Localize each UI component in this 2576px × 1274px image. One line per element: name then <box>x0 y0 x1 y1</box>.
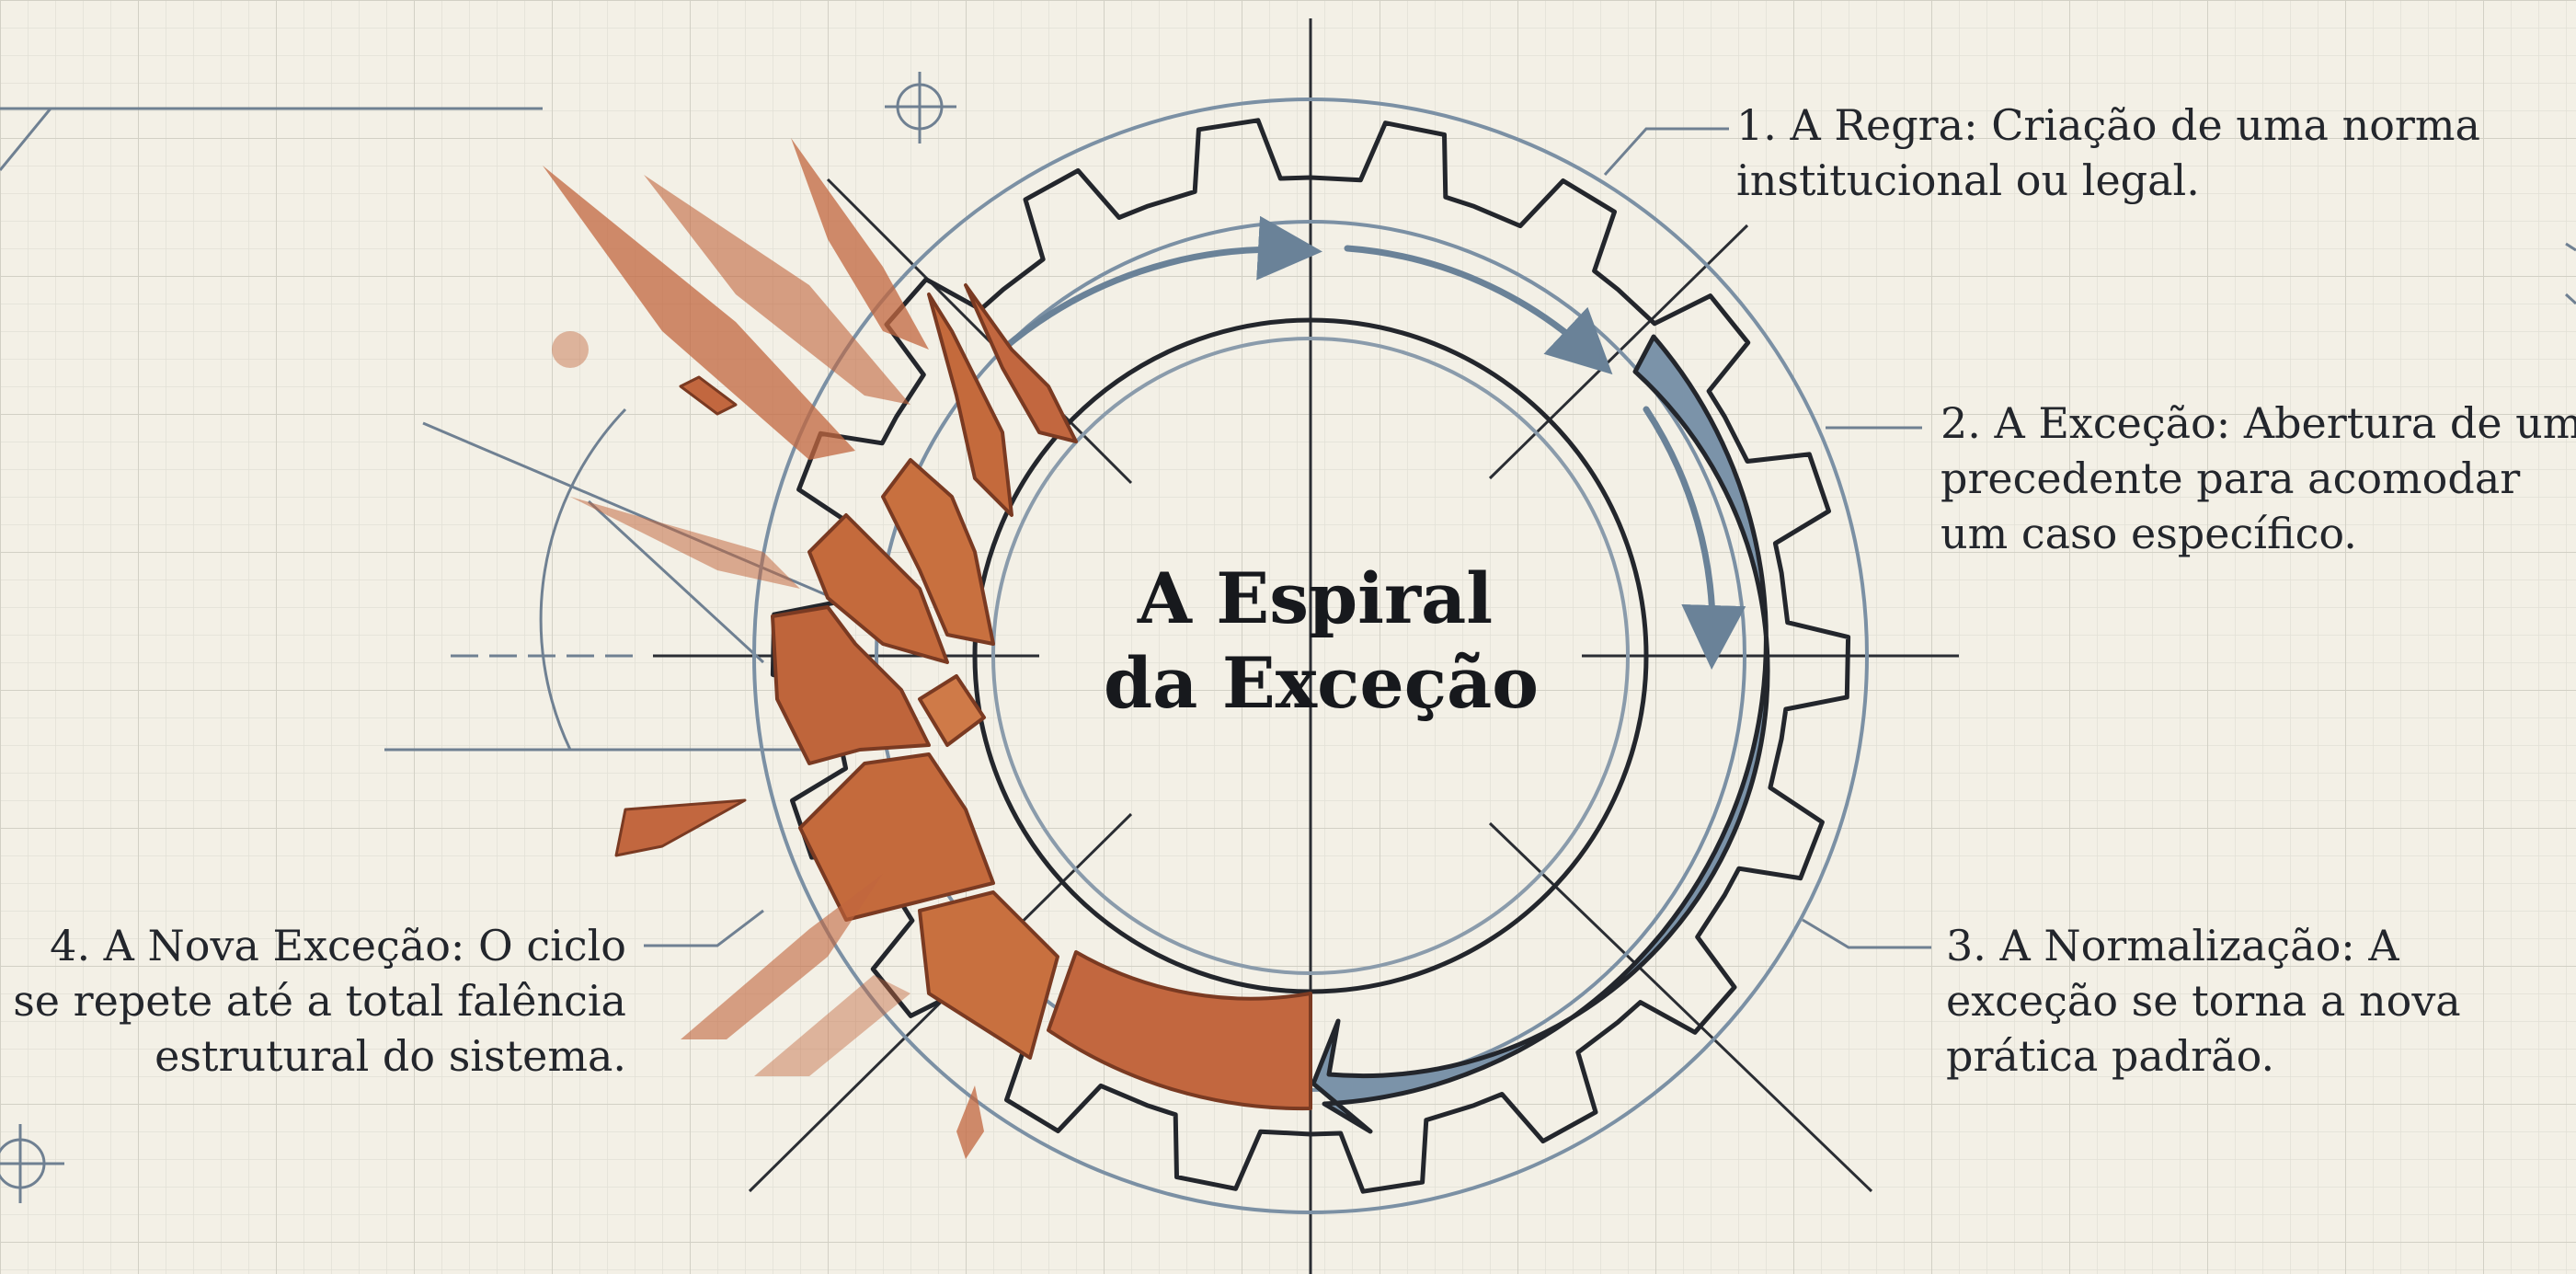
step-text-line: 2. A Exceção: Abertura de um <box>1941 398 2576 448</box>
arrow-icon <box>999 215 1746 670</box>
step-text-line: prática padrão. <box>1946 1031 2275 1081</box>
gear-icon <box>752 98 1869 1214</box>
title-line-2: da Exceção <box>1104 642 1539 724</box>
step-text-line: se repete até a total falência <box>13 976 626 1026</box>
step-text-line: um caso específico. <box>1941 509 2357 558</box>
step-text-line: 4. A Nova Exceção: O ciclo <box>50 921 626 970</box>
fracture-shards <box>614 283 1312 1111</box>
crosshair-icon <box>0 1124 64 1203</box>
leader-lines <box>644 127 1931 949</box>
step-label-normalizacao: 3. A Normalização: A exceção se torna a … <box>1946 918 2461 1084</box>
step-label-excecao: 2. A Exceção: Abertura de um precedente … <box>1941 396 2576 561</box>
step-text-line: 1. A Regra: Criação de uma norma <box>1736 100 2480 150</box>
step-text-line: exceção se torna a nova <box>1946 976 2461 1026</box>
title-line-1: A Espiral <box>1137 557 1494 639</box>
step-text-line: estrutural do sistema. <box>155 1031 626 1081</box>
arrow-icon <box>1311 334 1770 1134</box>
step-text-line: 3. A Normalização: A <box>1946 921 2399 970</box>
step-text-line: precedente para acomodar <box>1941 453 2521 503</box>
step-label-regra: 1. A Regra: Criação de uma norma institu… <box>1736 98 2480 208</box>
diagram-title: A Espiral da Exceção <box>1104 557 1539 726</box>
crosshair-icon <box>885 72 956 143</box>
paint-splatter <box>543 138 984 1159</box>
step-label-nova-excecao: 4. A Nova Exceção: O ciclo se repete até… <box>13 918 626 1084</box>
step-text-line: institucional ou legal. <box>1736 155 2200 205</box>
